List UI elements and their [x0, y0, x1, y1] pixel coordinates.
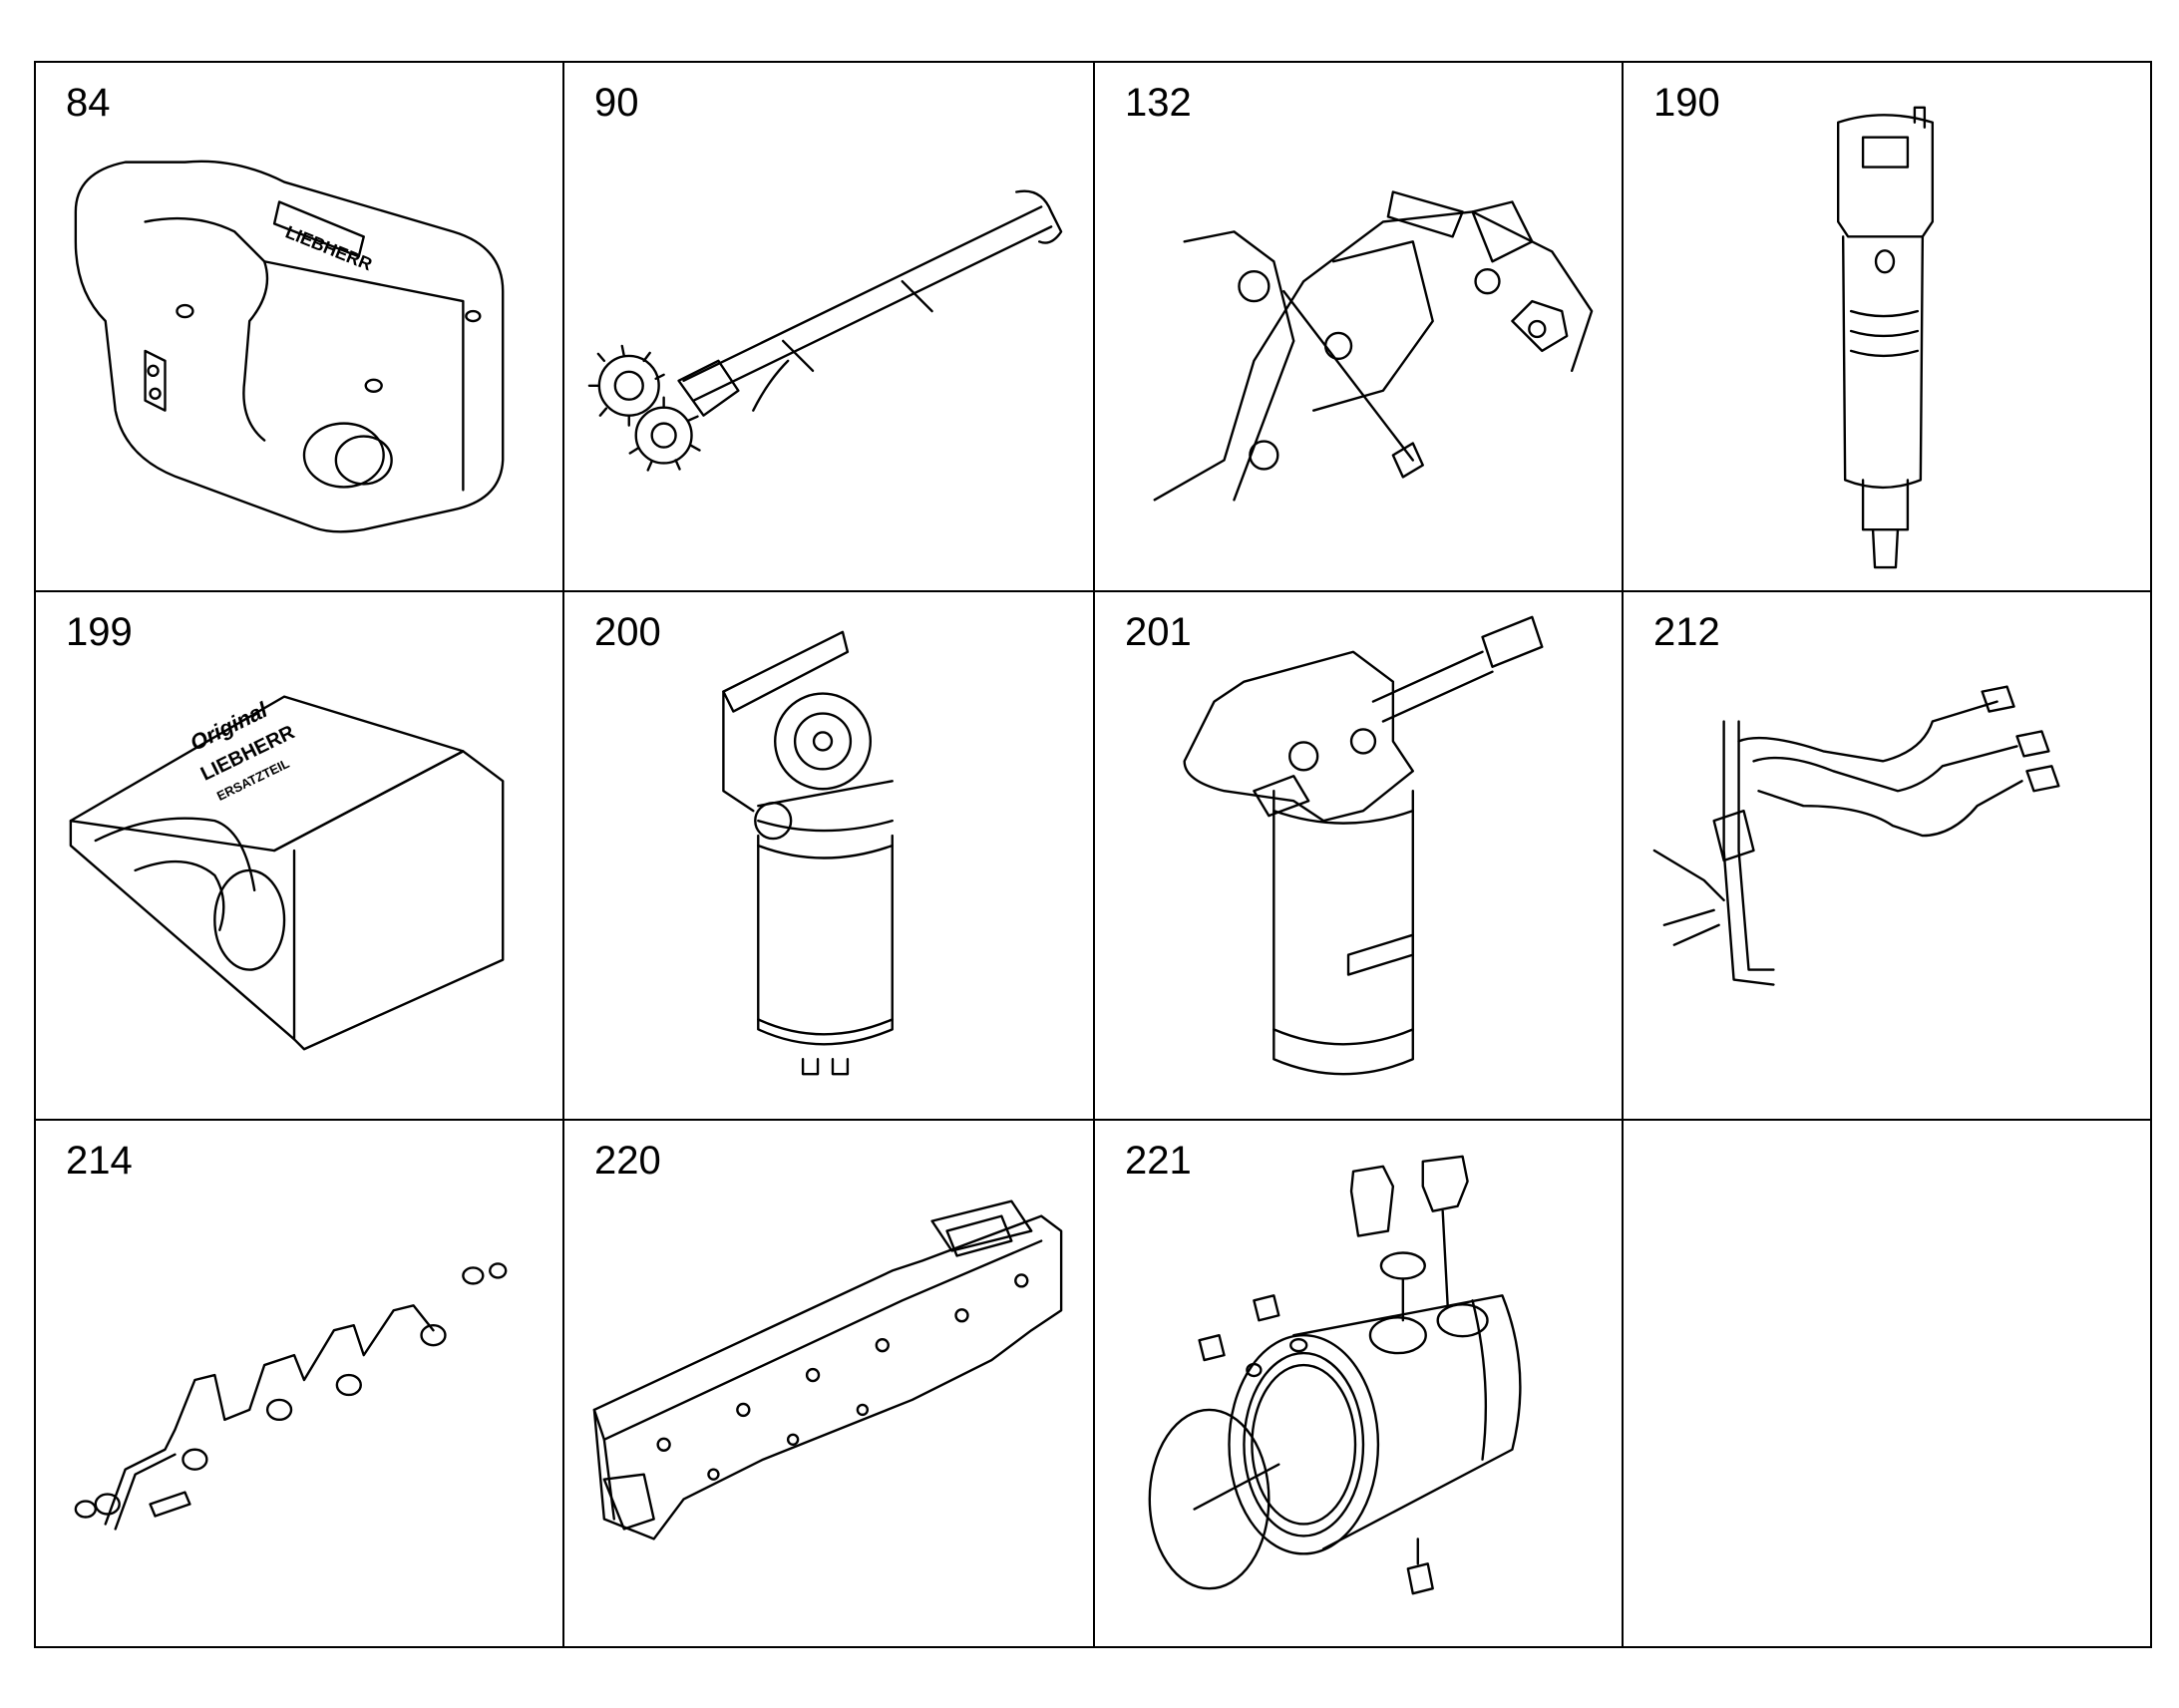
injection-lines-illustration	[74, 1262, 508, 1531]
parts-grid: 84 LIEBHERR 90	[34, 61, 2152, 1648]
part-cell-90[interactable]: 90	[564, 63, 1095, 592]
engine-housing-plug-illustration	[1153, 190, 1594, 502]
pipe-housing-illustration	[1148, 1155, 1522, 1595]
part-cell-221[interactable]: 221	[1095, 1121, 1624, 1646]
injector-illustration	[1836, 106, 1935, 569]
air-intake-housing-illustration: LIEBHERR	[74, 160, 505, 533]
fuel-lines-illustration	[1652, 685, 2060, 986]
part-cell-132[interactable]: 132	[1095, 63, 1624, 592]
part-number: 84	[66, 81, 111, 125]
part-cell-190[interactable]: 190	[1624, 63, 2150, 592]
part-number: 200	[594, 610, 661, 654]
spare-part-box-illustration: Original LIEBHERR ERSATZTEIL	[69, 695, 505, 1051]
part-number: 199	[66, 610, 133, 654]
part-cell-212[interactable]: 212	[1624, 592, 2150, 1121]
part-number: 212	[1653, 610, 1720, 654]
part-cell-empty	[1624, 1121, 2150, 1646]
part-number: 221	[1125, 1139, 1192, 1183]
part-number: 132	[1125, 81, 1192, 125]
part-number: 220	[594, 1139, 661, 1183]
part-number: 90	[594, 81, 639, 125]
oil-pump-shaft-illustration	[587, 189, 1063, 472]
part-cell-214[interactable]: 214	[36, 1121, 564, 1646]
part-cell-199[interactable]: 199 Original LIEBHERR ERSATZTEIL	[36, 592, 564, 1121]
part-cell-200[interactable]: 200	[564, 592, 1095, 1121]
part-number: 214	[66, 1139, 133, 1183]
fuel-filter-illustration	[722, 630, 894, 1076]
part-cell-201[interactable]: 201	[1095, 592, 1624, 1121]
intake-manifold-illustration	[592, 1199, 1063, 1540]
part-number: 190	[1653, 81, 1720, 125]
fuel-filter-with-fittings-illustration	[1183, 615, 1544, 1076]
part-cell-84[interactable]: 84 LIEBHERR	[36, 63, 564, 592]
part-number: 201	[1125, 610, 1192, 654]
part-cell-220[interactable]: 220	[564, 1121, 1095, 1646]
